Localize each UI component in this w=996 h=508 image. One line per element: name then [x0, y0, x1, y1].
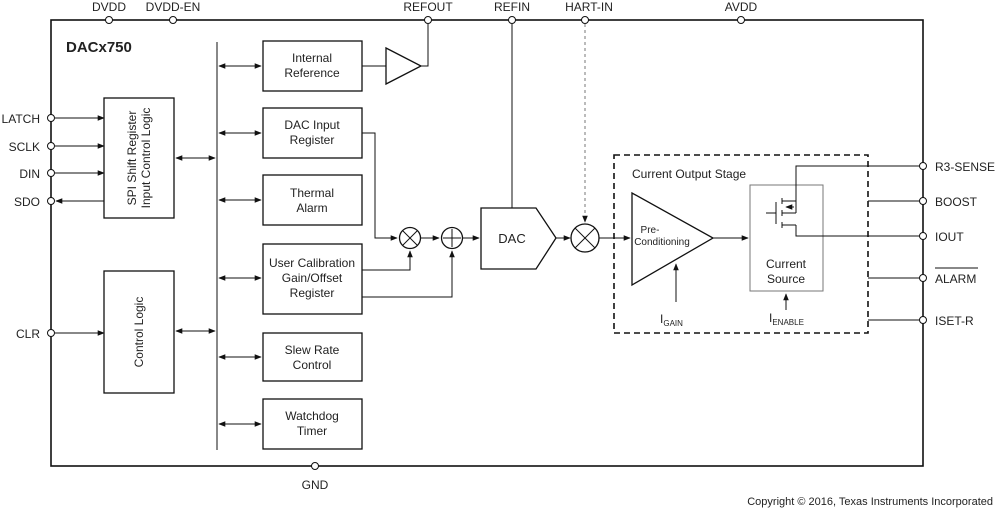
- user-calibration-block: User Calibration Gain/Offset Register: [218, 243, 363, 315]
- user-cal-label-line2: Gain/Offset: [282, 271, 343, 285]
- control-logic-label: Control Logic: [132, 297, 146, 368]
- pin-boost: BOOST: [868, 195, 978, 209]
- spi-label-line2: Input Control Logic: [139, 108, 153, 209]
- current-source-label-line2: Source: [767, 272, 805, 286]
- hart-multiplier-node: [570, 223, 600, 253]
- watchdog-timer-block: Watchdog Timer: [218, 398, 363, 450]
- slew-label-line2: Control: [293, 358, 332, 372]
- pin-label-gnd: GND: [302, 478, 329, 492]
- user-cal-label-line3: Register: [290, 286, 335, 300]
- pin-sclk: SCLK: [9, 140, 105, 154]
- reference-buffer: [362, 24, 429, 86]
- pin-clr: CLR: [16, 327, 105, 341]
- current-source-block: Current Source: [749, 184, 824, 292]
- pin-iset-r: ISET-R: [868, 314, 974, 328]
- copyright-text: Copyright © 2016, Texas Instruments Inco…: [747, 496, 993, 508]
- current-output-stage-label: Current Output Stage: [632, 167, 746, 181]
- pin-refout: REFOUT: [403, 0, 453, 24]
- pin-gnd: GND: [302, 462, 329, 492]
- chip-outline: [50, 19, 924, 467]
- pin-alarm: ALARM: [868, 267, 978, 286]
- ienable-label: IENABLE: [769, 311, 804, 327]
- pin-label-dvdd-en: DVDD-EN: [146, 0, 201, 14]
- spi-block: SPI Shift Register Input Control Logic: [103, 97, 175, 219]
- thermal-label-line2: Alarm: [296, 201, 327, 215]
- internal-reference-block: Internal Reference: [218, 40, 363, 92]
- pin-dvdd: DVDD: [92, 0, 126, 24]
- pin-label-r3-sense: R3-SENSE: [935, 160, 995, 174]
- spi-label-line1: SPI Shift Register: [125, 111, 139, 206]
- pin-label-refout: REFOUT: [403, 0, 453, 14]
- pin-dvdd-en: DVDD-EN: [146, 0, 201, 24]
- pin-label-sdo: SDO: [14, 195, 40, 209]
- pin-label-clr: CLR: [16, 327, 40, 341]
- pin-din: DIN: [19, 167, 105, 181]
- preconditioning-label-line2: Conditioning: [634, 237, 690, 248]
- slew-rate-block: Slew Rate Control: [218, 332, 363, 382]
- igain-label: IGAIN: [660, 312, 683, 328]
- pin-label-iout: IOUT: [935, 230, 964, 244]
- watchdog-label-line1: Watchdog: [285, 409, 339, 423]
- pin-label-refin: REFIN: [494, 0, 530, 14]
- dac-block: DAC: [480, 207, 557, 270]
- pin-r3-sense: R3-SENSE: [868, 160, 995, 174]
- dac-input-register-block: DAC Input Register: [218, 107, 363, 159]
- pin-refin: REFIN: [494, 0, 530, 24]
- preconditioning-amplifier: Pre- Conditioning: [631, 191, 715, 287]
- dac-input-label-line1: DAC Input: [284, 118, 340, 132]
- dac-label: DAC: [498, 231, 525, 246]
- pin-hart-in: HART-IN: [565, 0, 613, 24]
- thermal-label-line1: Thermal: [290, 186, 334, 200]
- preconditioning-label-line1: Pre-: [641, 225, 660, 236]
- pin-label-boost: BOOST: [935, 195, 978, 209]
- chip-name: DACx750: [66, 39, 132, 56]
- user-cal-label-line1: User Calibration: [269, 256, 355, 270]
- pin-sdo: SDO: [14, 195, 104, 209]
- transistor-symbol: [766, 198, 797, 228]
- pin-label-avdd: AVDD: [725, 0, 758, 14]
- current-output-stage-box: [613, 154, 869, 334]
- pin-latch: LATCH: [2, 112, 105, 126]
- pin-label-sclk: SCLK: [9, 140, 40, 154]
- pin-avdd: AVDD: [725, 0, 758, 24]
- pin-label-dvdd: DVDD: [92, 0, 126, 14]
- adder-node: [440, 226, 464, 250]
- dac-input-label-line2: Register: [290, 133, 335, 147]
- pin-iout: IOUT: [868, 230, 964, 244]
- pin-label-alarm: ALARM: [935, 272, 976, 286]
- slew-label-line1: Slew Rate: [285, 343, 340, 357]
- thermal-alarm-block: Thermal Alarm: [218, 174, 363, 226]
- pin-label-latch: LATCH: [2, 112, 40, 126]
- pin-label-iset-r: ISET-R: [935, 314, 974, 328]
- current-source-label-line1: Current: [766, 257, 807, 271]
- control-logic-block: Control Logic: [103, 270, 175, 394]
- internal-reference-label-line2: Reference: [284, 66, 340, 80]
- pin-label-hart-in: HART-IN: [565, 0, 613, 14]
- multiplier-node: [398, 226, 422, 250]
- watchdog-label-line2: Timer: [297, 424, 327, 438]
- internal-reference-label-line1: Internal: [292, 51, 332, 65]
- pin-label-din: DIN: [19, 167, 40, 181]
